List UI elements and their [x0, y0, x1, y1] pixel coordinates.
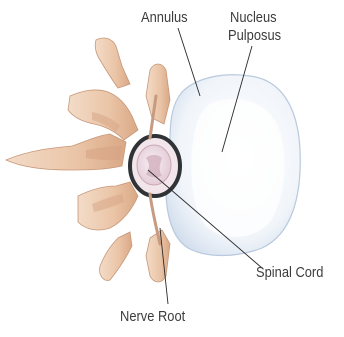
pedicle-upper: [146, 64, 170, 124]
intervertebral-disc: [166, 75, 300, 256]
upper-lamina: [68, 90, 138, 140]
nucleus-label-line2: Pulposus: [228, 27, 281, 44]
spinal-cord-label: Spinal Cord: [256, 264, 323, 281]
nucleus-pulposus-shape: [191, 99, 284, 237]
annulus-label: Annulus: [141, 9, 188, 26]
nerve-root-label: Nerve Root: [120, 308, 185, 325]
upper-articular-process: [95, 38, 130, 88]
lower-articular-process: [100, 232, 132, 280]
nucleus-label-line1: Nucleus: [230, 9, 277, 26]
